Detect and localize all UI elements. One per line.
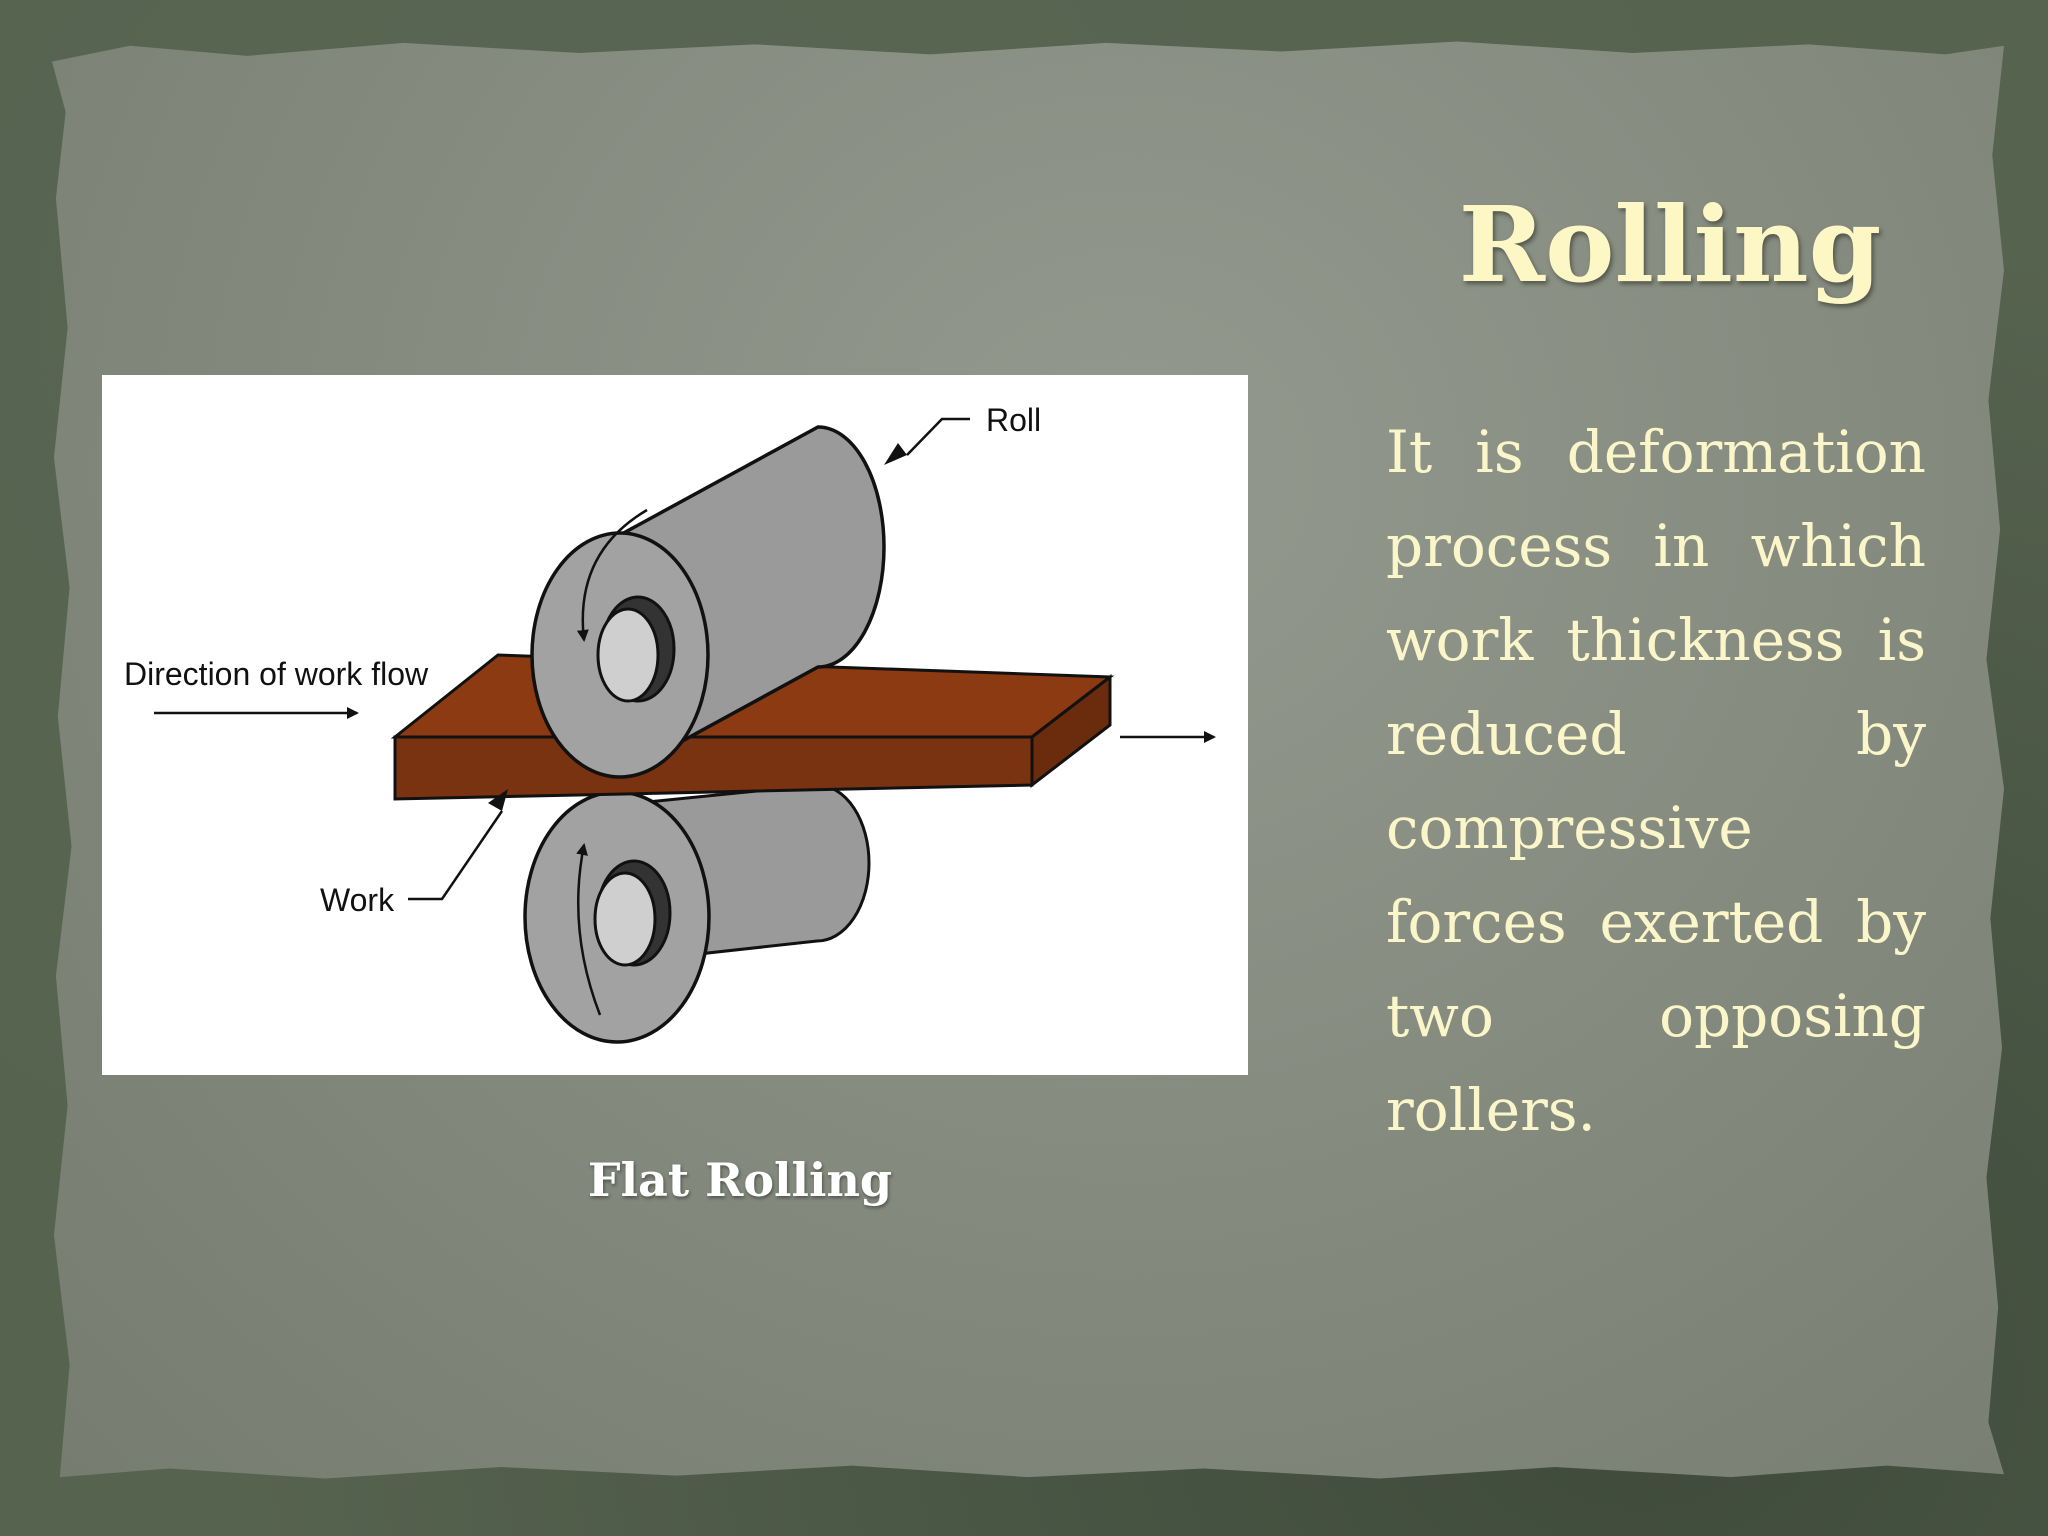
upper-roll: [530, 425, 886, 779]
body-word: two: [1386, 982, 1494, 1050]
work-leader-line: [408, 810, 504, 901]
body-word: It: [1386, 418, 1433, 486]
body-word: rollers.: [1386, 1076, 1596, 1144]
roll-label: Roll: [986, 402, 1041, 438]
body-word: compressive: [1386, 794, 1753, 862]
body-text-line: rollers.: [1386, 1063, 1926, 1157]
body-word: is: [1475, 418, 1524, 486]
body-word: by: [1856, 700, 1926, 768]
body-word: reduced: [1386, 700, 1627, 768]
upper-rotation-arrow: [576, 508, 648, 642]
slide-title: Rolling: [1458, 183, 1882, 306]
body-word: work: [1386, 606, 1534, 674]
lower-rotation-arrow: [576, 843, 602, 1016]
body-word: opposing: [1659, 982, 1926, 1050]
body-word: in: [1653, 512, 1710, 580]
work-label: Work: [320, 882, 395, 918]
work-leader-arrowhead: [488, 789, 508, 811]
body-text-line: work thickness is: [1386, 593, 1926, 687]
body-word: is: [1877, 606, 1926, 674]
body-text-line: forces exerted by: [1386, 875, 1926, 969]
roll-leader-line: [906, 417, 970, 456]
body-word: thickness: [1566, 606, 1845, 674]
direction-label: Direction of work flow: [124, 656, 429, 692]
body-word: exerted: [1599, 888, 1824, 956]
body-word: deformation: [1566, 418, 1926, 486]
rolling-diagram-svg: Roll Direction of work flow Work: [124, 402, 1216, 1044]
body-text-line: compressive: [1386, 781, 1926, 875]
flat-rolling-diagram: Roll Direction of work flow Work: [102, 375, 1248, 1075]
lower-roll: [523, 783, 871, 1044]
body-text-line: two opposing: [1386, 969, 1926, 1063]
diagram-caption: Flat Rolling: [587, 1153, 893, 1207]
body-text-line: reduced by: [1386, 687, 1926, 781]
body-word: which: [1750, 512, 1926, 580]
body-word: by: [1856, 888, 1926, 956]
body-word: process: [1386, 512, 1613, 580]
roll-leader-arrowhead: [884, 443, 907, 465]
body-word: forces: [1386, 888, 1567, 956]
